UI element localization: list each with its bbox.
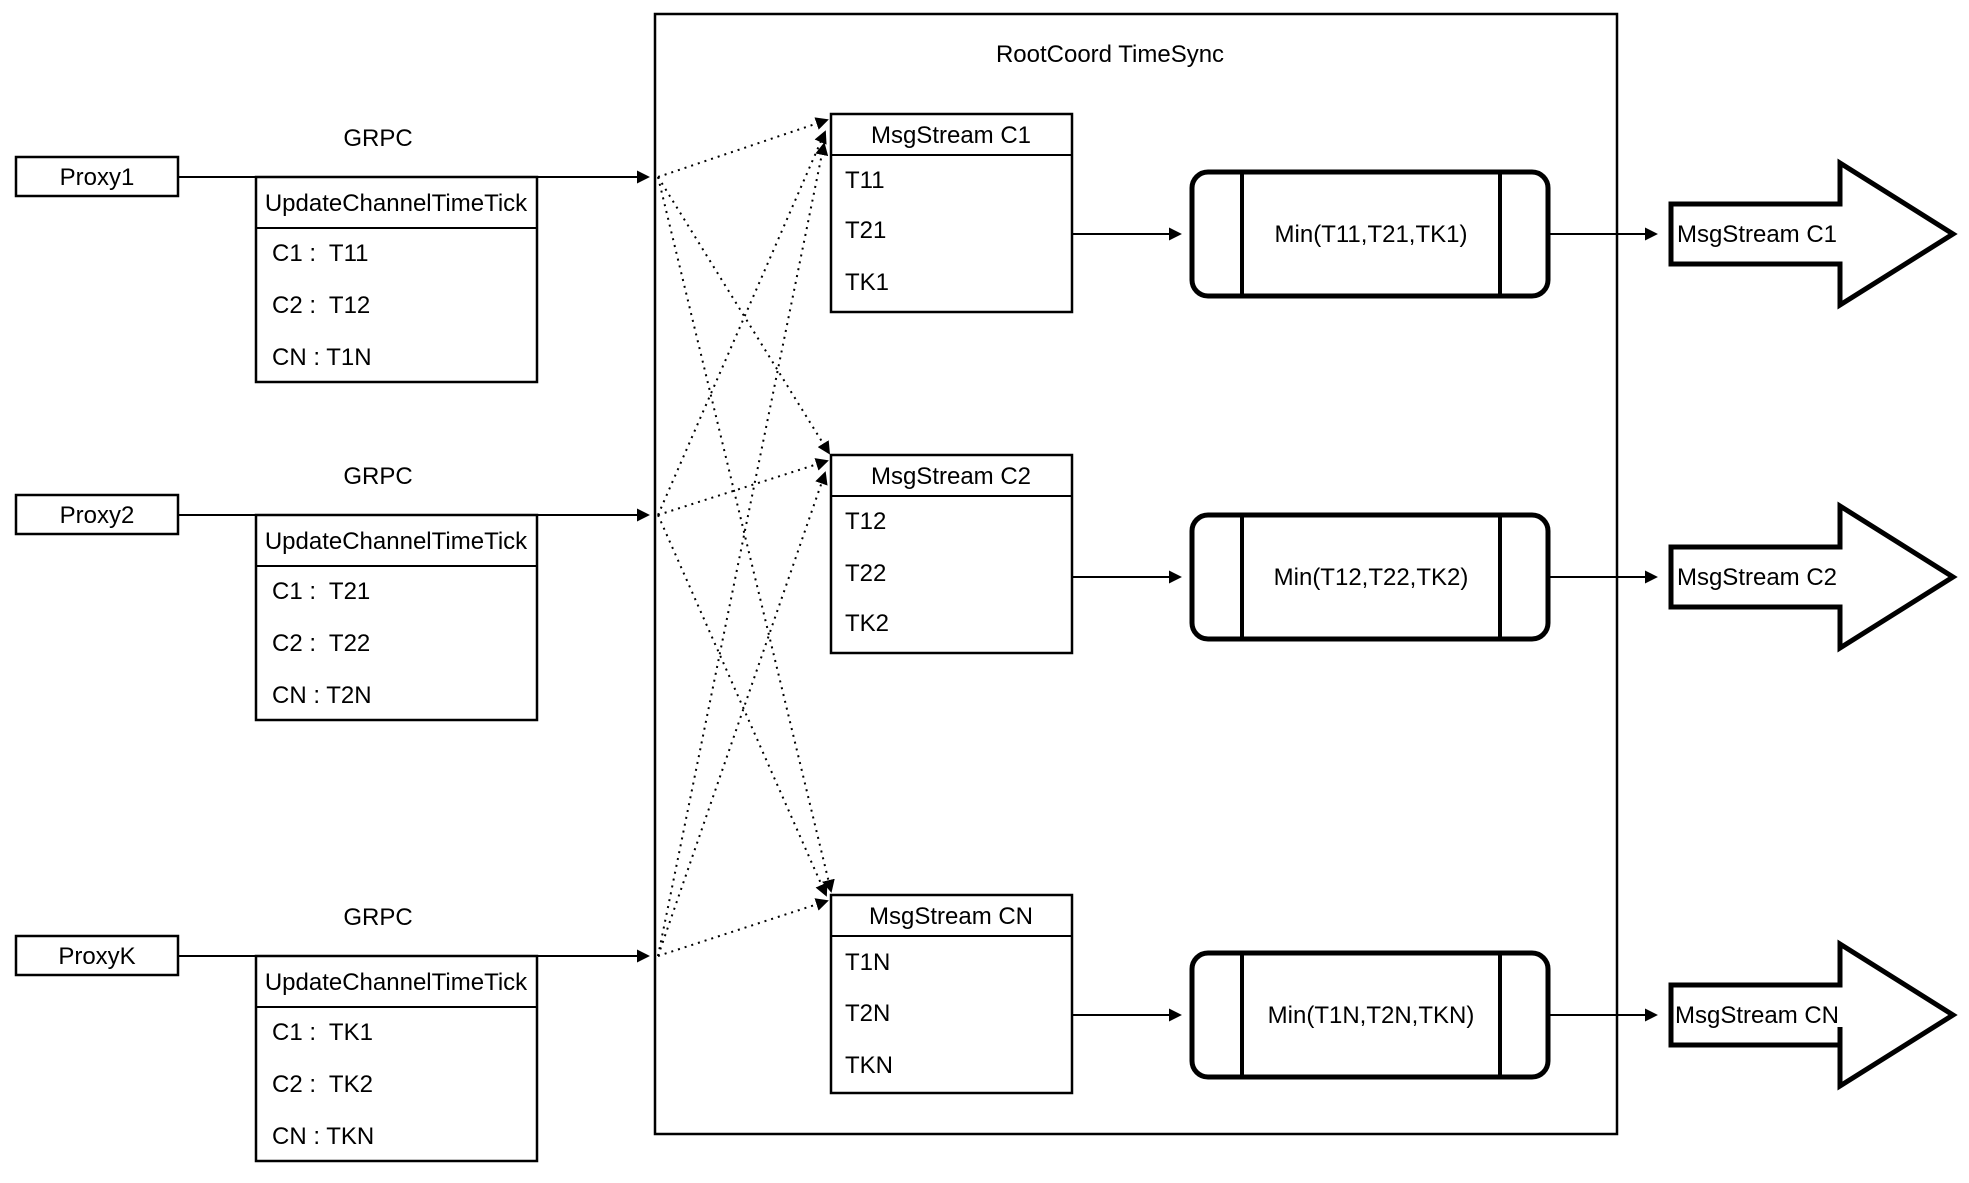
update-table-2-header: UpdateChannelTimeTick xyxy=(265,528,528,555)
msgstream-table-c1-row: TK1 xyxy=(845,269,889,296)
update-timetick-table-1 xyxy=(254,175,539,384)
min-label-cn: Min(T1N,T2N,TKN) xyxy=(1268,1002,1475,1029)
fanout-arrow-p2-c2 xyxy=(657,458,829,516)
grpc-label-1: GRPC xyxy=(343,125,412,152)
output-arrow-label-cn: MsgStream CN xyxy=(1675,1002,1839,1029)
msgstream-table-cn-row: TKN xyxy=(845,1052,893,1079)
update-table-2-row: C2 : T22 xyxy=(272,630,370,657)
update-table-3-row: C1 : TK1 xyxy=(272,1019,373,1046)
fanout-arrow-pk-c1 xyxy=(657,142,829,957)
proxyk-box xyxy=(14,934,180,977)
proxy2-label: Proxy2 xyxy=(60,502,135,529)
grpc-label-2: GRPC xyxy=(343,463,412,490)
msgstream-table-c1-row: T11 xyxy=(845,167,885,194)
rootcoord-title: RootCoord TimeSync xyxy=(996,41,1224,68)
msgstream-table-c2 xyxy=(829,453,1074,655)
min-label-c1: Min(T11,T21,TK1) xyxy=(1275,221,1468,248)
msgstream-table-c2-row: T22 xyxy=(845,560,886,587)
update-table-2-row: CN : T2N xyxy=(272,682,372,709)
output-arrow-label-c1: MsgStream C1 xyxy=(1677,221,1837,248)
update-table-3-header: UpdateChannelTimeTick xyxy=(265,969,528,996)
grpc-label-3: GRPC xyxy=(343,904,412,931)
proxy2-box xyxy=(14,493,180,536)
msgstream-table-c1-row: T21 xyxy=(845,217,886,244)
fanout-arrow-pk-cn xyxy=(657,898,829,957)
fanout-arrow-p1-c2 xyxy=(657,176,831,455)
update-table-1-row: CN : T1N xyxy=(272,344,372,371)
update-timetick-table-3 xyxy=(254,954,539,1163)
msgstream-table-cn-row: T1N xyxy=(845,949,890,976)
fanout-arrow-p1-c1 xyxy=(657,117,829,178)
proxy1-box xyxy=(14,155,180,198)
proxy1-label: Proxy1 xyxy=(60,164,135,191)
output-block-arrow-c1 xyxy=(1668,158,1958,310)
msgstream-table-c1 xyxy=(829,112,1074,314)
update-timetick-table-2 xyxy=(254,513,539,722)
output-arrow-label-c2: MsgStream C2 xyxy=(1677,564,1837,591)
proxyk-label: ProxyK xyxy=(58,943,135,970)
msgstream-table-cn xyxy=(829,893,1074,1095)
update-table-1-header: UpdateChannelTimeTick xyxy=(265,190,528,217)
msgstream-table-cn-row: T2N xyxy=(845,1000,890,1027)
msgstream-table-c2-header: MsgStream C2 xyxy=(871,463,1031,490)
msgstream-table-c1-header: MsgStream C1 xyxy=(871,122,1031,149)
update-table-1-row: C2 : T12 xyxy=(272,292,370,319)
output-block-arrow-c2 xyxy=(1668,501,1958,653)
min-label-c2: Min(T12,T22,TK2) xyxy=(1274,564,1469,591)
update-table-3-row: CN : TKN xyxy=(272,1123,374,1150)
msgstream-table-cn-header: MsgStream CN xyxy=(869,903,1033,930)
msgstream-table-c2-row: TK2 xyxy=(845,610,889,637)
msgstream-table-c2-row: T12 xyxy=(845,508,886,535)
output-block-arrow-cn xyxy=(1668,939,1958,1091)
update-table-1-row: C1 : T11 xyxy=(272,240,369,267)
update-table-3-row: C2 : TK2 xyxy=(272,1071,373,1098)
fanout-arrow-pk-c2 xyxy=(657,471,828,957)
update-table-2-row: C1 : T21 xyxy=(272,578,370,605)
